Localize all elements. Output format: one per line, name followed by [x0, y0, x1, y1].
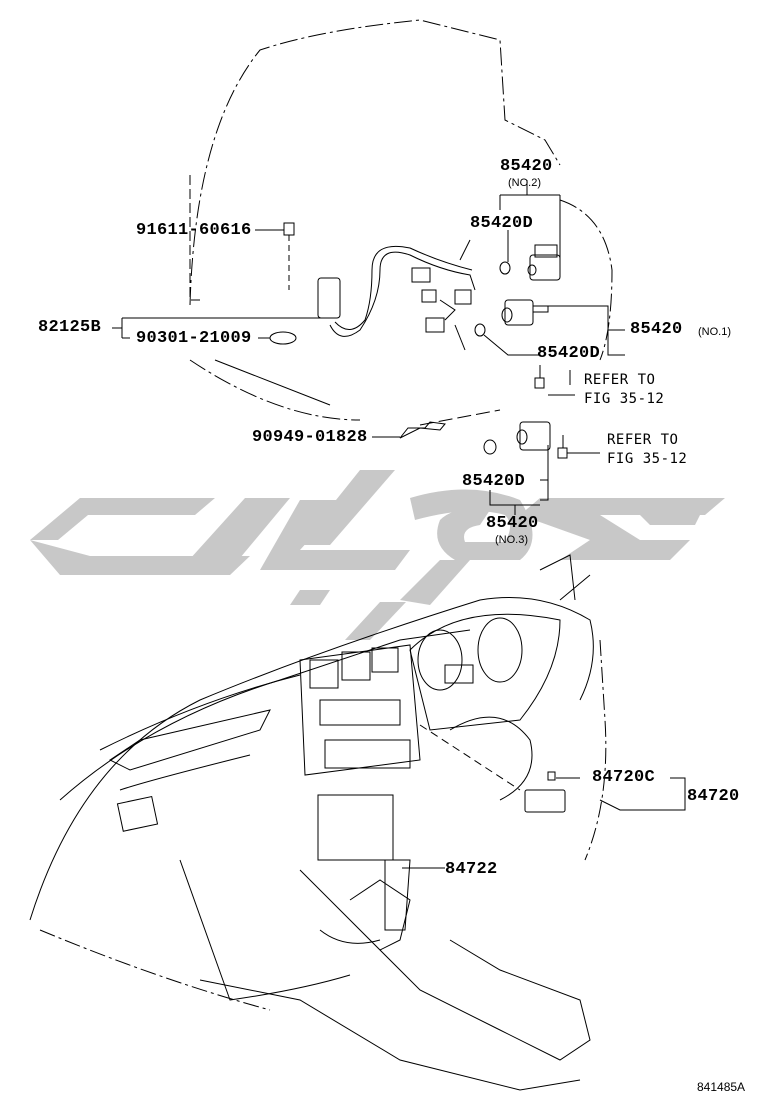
- label-85420D-mid: 85420D: [537, 344, 601, 363]
- label-90949-01828: 90949-01828: [252, 428, 368, 447]
- label-85420D-low: 85420D: [462, 472, 526, 491]
- label-85420-no3: 85420: [486, 514, 539, 533]
- label-84722: 84722: [445, 860, 498, 879]
- switch-85420-no3: [516, 421, 551, 451]
- refer-note-2-line2: FIG 35-12: [607, 451, 688, 467]
- bracket-90949: [399, 421, 446, 439]
- leader-lines: [112, 180, 686, 869]
- label-85420D-top: 85420D: [470, 214, 534, 233]
- refer-note-1-line1: REFER TO: [584, 372, 656, 388]
- vehicle-outline-top: [189, 19, 613, 426]
- label-84720C: 84720C: [592, 768, 656, 787]
- refer-note-1-line2: FIG 35-12: [584, 391, 665, 407]
- label-84720: 84720: [687, 787, 740, 806]
- illustration-id: 841485A: [697, 1080, 746, 1094]
- switch-85420-no2: [527, 244, 561, 281]
- refer-note-2-line1: REFER TO: [607, 432, 679, 448]
- label-90301-21009: 90301-21009: [136, 329, 252, 348]
- bolt-91611: [283, 222, 295, 290]
- screw-refer-2: [557, 435, 568, 459]
- dashboard-outline: [29, 554, 594, 1091]
- wire-harness: [317, 245, 476, 337]
- o-ring-85420D-low: [483, 439, 497, 455]
- sublabel-no1: (NO.1): [698, 326, 731, 338]
- screw-refer-1: [534, 365, 545, 389]
- sublabel-no2: (NO.2): [508, 177, 541, 189]
- label-85420-no1: 85420: [630, 320, 683, 339]
- switch-85420-no1: [501, 299, 549, 326]
- o-ring-85420D-mid: [474, 323, 486, 337]
- washer-90301: [269, 331, 297, 345]
- watermark-logo: [30, 470, 725, 640]
- label-82125B: 82125B: [38, 318, 102, 337]
- label-85420-no2: 85420: [500, 157, 553, 176]
- o-ring-85420D-top: [499, 261, 511, 275]
- label-91611-60616: 91611-60616: [136, 221, 252, 240]
- sublabel-no3: (NO.3): [495, 534, 528, 546]
- vehicle-outline-bottom: [39, 639, 607, 1011]
